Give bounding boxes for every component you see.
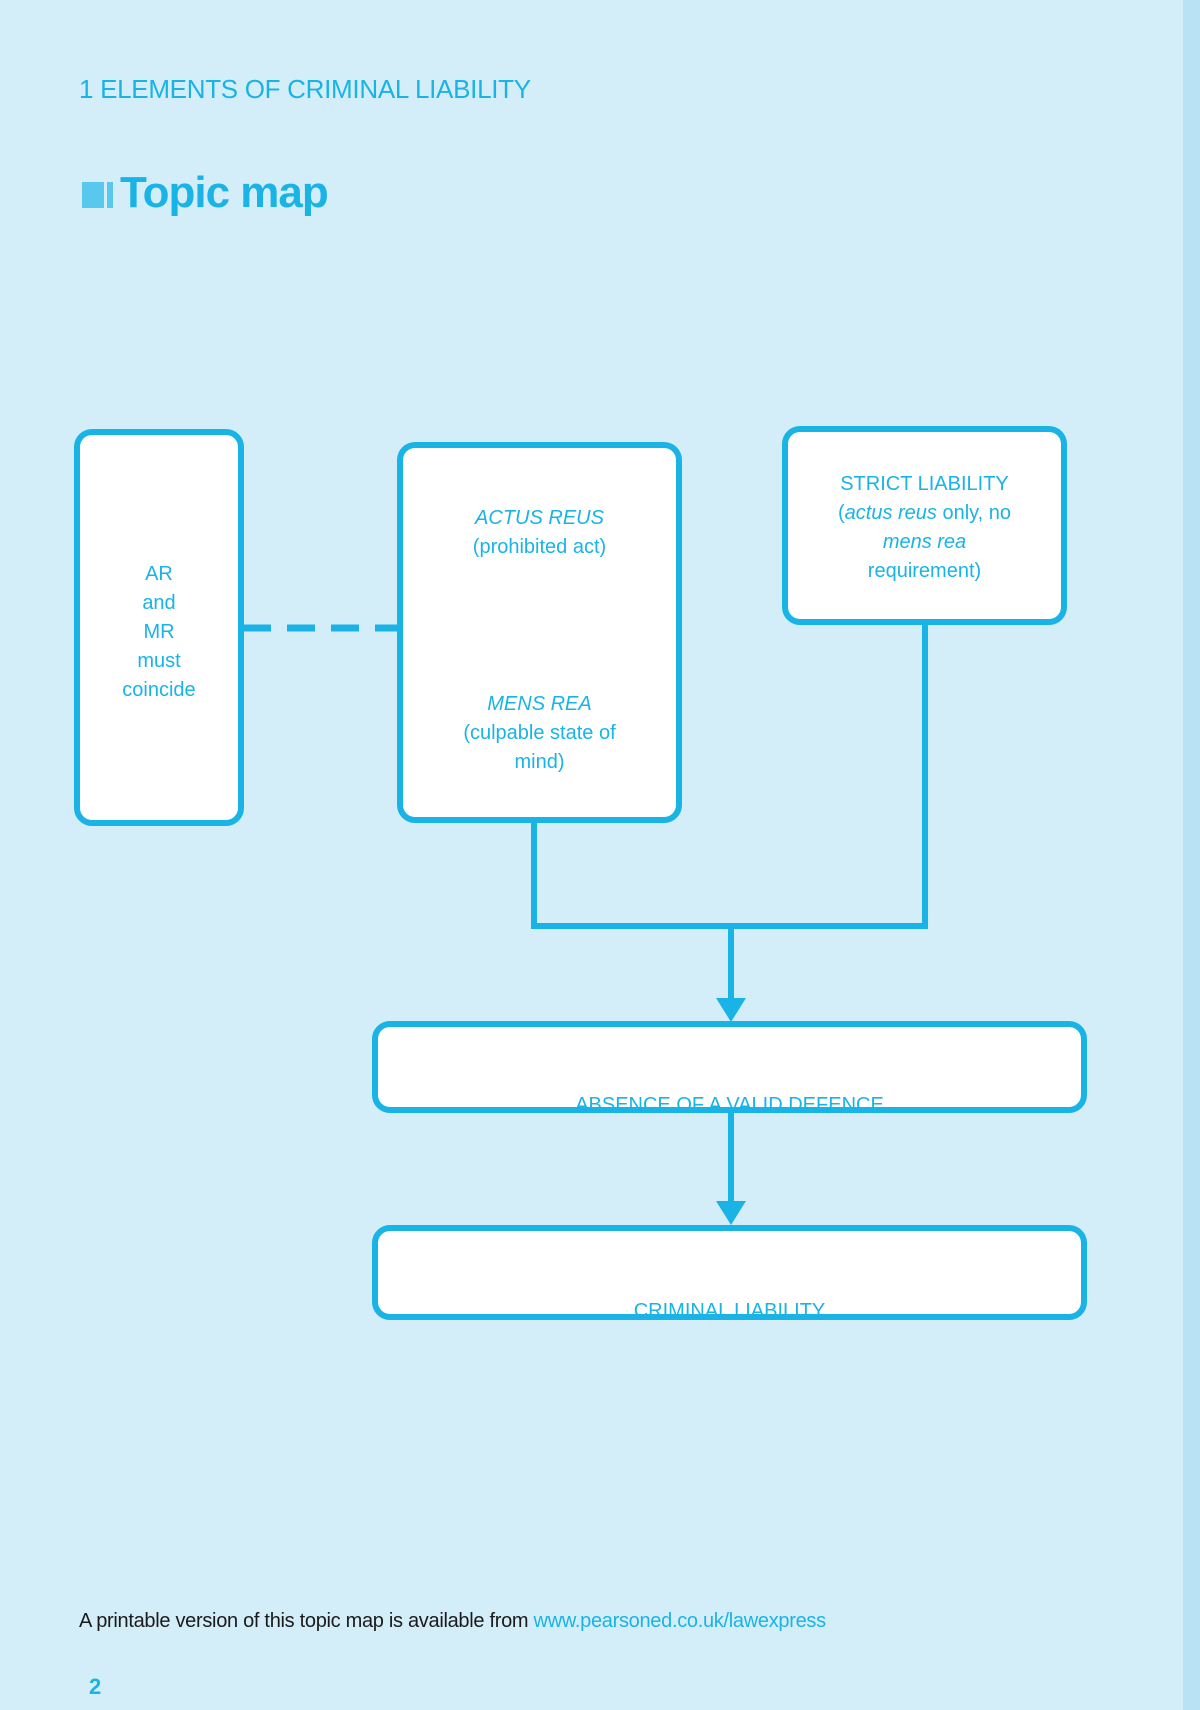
coincide-line: coincide [122, 679, 196, 701]
open-paren: ( [837, 502, 845, 524]
coincide-line: MR [143, 621, 175, 643]
page-edge-strip [1183, 0, 1200, 1710]
strict-liability-line: (actus reus only, no [788, 499, 1061, 528]
liability-box: CRIMINAL LIABILITY [372, 1225, 1087, 1322]
strict-liability-title: STRICT LIABILITY [840, 473, 1009, 495]
coincide-line: must [137, 650, 181, 672]
page-title: Topic map [120, 168, 329, 217]
lawexpress-link[interactable]: www.pearsoned.co.uk/lawexpress [533, 1610, 827, 1632]
strict-liability-box: STRICT LIABILITY (actus reus only, no me… [782, 426, 1067, 625]
elements-box: ACTUS REUS (prohibited act) MENS REA (cu… [397, 442, 682, 823]
coincide-box: AR and MR must coincide [74, 429, 244, 826]
defence-box: ABSENCE OF A VALID DEFENCE [372, 1021, 1087, 1116]
actus-reus-description: (prohibited act) [472, 536, 607, 558]
to-defence-arrow [716, 998, 746, 1022]
printable-version-note: A printable version of this topic map is… [79, 1610, 826, 1633]
coincide-text: AR and MR must coincide [80, 560, 238, 705]
mens-rea-label: MENS REA [487, 693, 592, 715]
actus-reus-term: actus reus [844, 502, 937, 524]
defence-label: ABSENCE OF A VALID DEFENCE [575, 1094, 884, 1116]
to-liability-arrow [716, 1201, 746, 1225]
actus-reus-block: ACTUS REUS (prohibited act) [403, 504, 676, 562]
printable-note-text: A printable version of this topic map is… [79, 1610, 534, 1632]
title-square-icon [82, 182, 122, 208]
mens-rea-description: mind) [514, 751, 565, 773]
actus-reus-label: ACTUS REUS [475, 507, 604, 529]
coincide-line: AR [145, 563, 173, 585]
only-no-text: only, no [936, 502, 1012, 524]
chapter-heading: 1 ELEMENTS OF CRIMINAL LIABILITY [79, 74, 531, 104]
mens-rea-description: (culpable state of [463, 722, 616, 744]
strict-liability-text: STRICT LIABILITY (actus reus only, no me… [788, 470, 1061, 586]
mens-rea-block: MENS REA (culpable state of mind) [403, 690, 676, 777]
mens-rea-term: mens rea [882, 531, 967, 553]
liability-label: CRIMINAL LIABILITY [633, 1300, 826, 1322]
coincide-line: and [142, 592, 176, 614]
page-number: 2 [89, 1674, 102, 1699]
requirement-text: requirement) [867, 560, 982, 582]
